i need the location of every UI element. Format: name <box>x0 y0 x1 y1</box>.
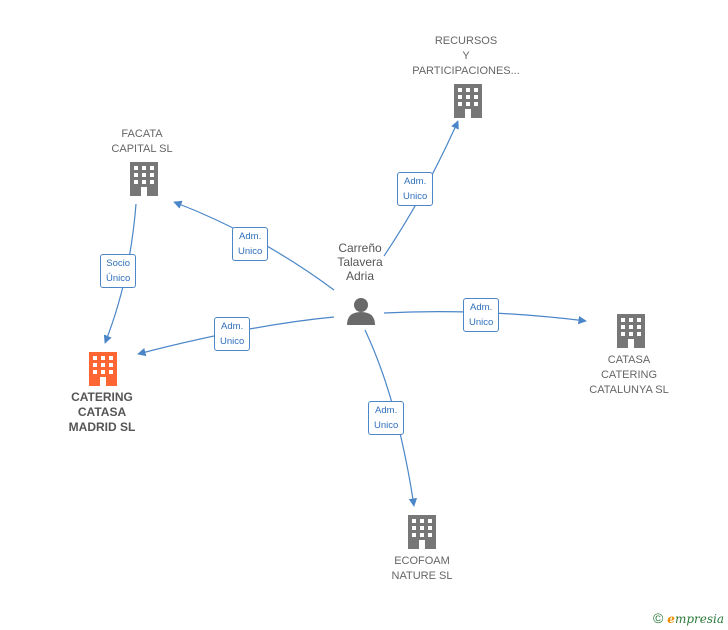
brand-name: mpresia <box>674 612 724 626</box>
building-icon[interactable] <box>454 84 482 118</box>
copyright-icon: © <box>652 610 664 626</box>
building-icon[interactable] <box>130 162 158 196</box>
relation-label: Adm. Unico <box>214 317 251 351</box>
building-icon[interactable] <box>89 352 117 386</box>
company-label[interactable]: CATASA CATERING CATALUNYA SL <box>589 354 669 396</box>
building-icon[interactable] <box>617 314 645 348</box>
relation-label: Adm. Unico <box>397 172 434 206</box>
company-label[interactable]: FACATA CAPITAL SL <box>111 128 173 155</box>
relation-label: Adm. Unico <box>368 401 405 435</box>
person-icon[interactable] <box>347 298 375 325</box>
building-icon[interactable] <box>408 515 436 549</box>
brand-logo-letter: e <box>667 612 675 626</box>
company-label[interactable]: RECURSOS Y PARTICIPACIONES... <box>412 35 520 77</box>
person-label[interactable]: Carreño Talavera Adria <box>337 241 383 283</box>
company-label[interactable]: ECOFOAM NATURE SL <box>391 555 453 582</box>
relation-label: Adm. Unico <box>232 227 269 261</box>
relation-label: Adm. Unico <box>463 298 500 332</box>
footer-brand[interactable]: ©empresia <box>653 610 724 626</box>
relation-label: Socio Único <box>100 254 137 288</box>
company-label-primary[interactable]: CATERING CATASA MADRID SL <box>68 390 136 434</box>
